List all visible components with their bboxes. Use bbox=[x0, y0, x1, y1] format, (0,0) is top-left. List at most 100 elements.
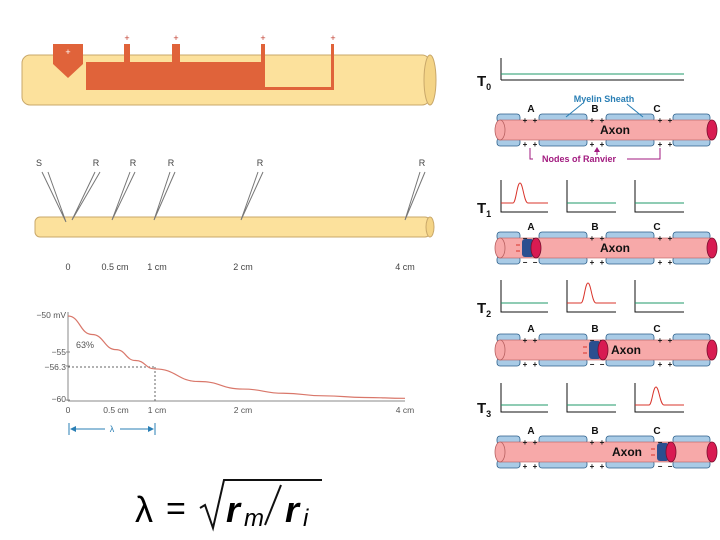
formula-equals: = bbox=[166, 490, 186, 528]
node-charge: + bbox=[600, 258, 605, 267]
axon-left-end bbox=[494, 339, 506, 361]
node-charge: + bbox=[523, 360, 528, 369]
lambda-arrowhead-left bbox=[70, 426, 76, 432]
nodes-of-ranvier-label: Nodes of Ranvier bbox=[542, 154, 617, 164]
traces-t3 bbox=[500, 383, 684, 413]
node-charge: + bbox=[533, 140, 538, 149]
distance-tick: 1 cm bbox=[147, 262, 167, 272]
node-charge: + bbox=[590, 438, 595, 447]
electrode-label: S bbox=[36, 158, 42, 168]
distance-tick: 0.5 cm bbox=[101, 262, 128, 272]
myelin-sheath-label: Myelin Sheath bbox=[574, 94, 635, 104]
myelin-pointer bbox=[565, 103, 644, 118]
axon-right-cap bbox=[706, 119, 718, 141]
time-label-t0: T0 bbox=[477, 73, 491, 92]
x-tick-label: 1 cm bbox=[148, 405, 166, 415]
depolarized-zone bbox=[657, 443, 669, 461]
node-charge: + bbox=[600, 462, 605, 471]
node-charge: + bbox=[658, 116, 663, 125]
electrode-label: R bbox=[130, 158, 137, 168]
plus-sign: + bbox=[260, 33, 265, 43]
node-charge: + bbox=[590, 234, 595, 243]
plus-sign: + bbox=[65, 47, 70, 57]
formula-rm-subscript: m bbox=[244, 505, 264, 532]
axon-label: Axon bbox=[612, 445, 642, 459]
axon-end-cap bbox=[425, 216, 435, 238]
node-letter-c: C bbox=[653, 426, 660, 437]
formula-lambda: λ bbox=[135, 489, 153, 530]
node-charge: + bbox=[523, 438, 528, 447]
lambda-arrowhead-right bbox=[148, 426, 154, 432]
node-letter-a: A bbox=[527, 426, 534, 437]
axon-right-cap bbox=[706, 237, 718, 259]
electrode-label: R bbox=[257, 158, 264, 168]
node-charge: − bbox=[600, 360, 605, 369]
electrode-needle bbox=[41, 171, 67, 223]
axon-label: Axon bbox=[600, 123, 630, 137]
stimulus-electrode bbox=[53, 44, 83, 78]
trace-t0 bbox=[500, 58, 684, 81]
node-charge: + bbox=[600, 116, 605, 125]
plus-sign: + bbox=[330, 33, 335, 43]
distance-tick: 4 cm bbox=[395, 262, 415, 272]
x-tick-label: 4 cm bbox=[396, 405, 414, 415]
node-charge: − bbox=[590, 360, 595, 369]
node-charge: + bbox=[668, 258, 673, 267]
electrode-array bbox=[86, 44, 265, 90]
electrode-label: R bbox=[168, 158, 175, 168]
node-charge: + bbox=[658, 360, 663, 369]
distance-tick: 0 bbox=[65, 262, 70, 272]
axon-left-end bbox=[494, 237, 506, 259]
saltatory-conduction-panel: T0 T1 T2 T3 bbox=[477, 58, 718, 471]
node-charge: + bbox=[600, 438, 605, 447]
node-letter-c: C bbox=[653, 222, 660, 233]
node-charge: − bbox=[523, 258, 528, 267]
node-charge: + bbox=[668, 360, 673, 369]
node-charge: + bbox=[523, 140, 528, 149]
axon-right-cap bbox=[706, 339, 718, 361]
y-tick-label: −50 mV bbox=[36, 310, 66, 320]
electrode-needle bbox=[404, 171, 426, 221]
percent-annotation: 63% bbox=[76, 340, 94, 350]
node-charge: − bbox=[658, 438, 663, 447]
node-charge: + bbox=[658, 140, 663, 149]
panel-electrode-axon: + + + + + bbox=[21, 33, 437, 106]
current-lines bbox=[651, 448, 655, 456]
node-letter-c: C bbox=[653, 324, 660, 335]
node-charge: + bbox=[668, 336, 673, 345]
y-tick-label: −56.3 bbox=[44, 362, 66, 372]
x-tick-label: 0 bbox=[66, 405, 71, 415]
electrode-needle bbox=[153, 171, 176, 221]
electrode-needle bbox=[240, 171, 264, 221]
node-charge: + bbox=[533, 438, 538, 447]
x-tick-label: 2 cm bbox=[234, 405, 252, 415]
decay-chart: −50 mV −55 −56.3 −60 63% 0 0.5 cm 1 cm 2… bbox=[36, 310, 414, 435]
current-lines bbox=[516, 244, 520, 252]
axon-left-end bbox=[494, 441, 506, 463]
node-charge: − bbox=[533, 258, 538, 267]
node-charge: + bbox=[590, 258, 595, 267]
formula-slash bbox=[264, 484, 282, 526]
node-letter-c: C bbox=[653, 104, 660, 115]
plus-sign: + bbox=[173, 33, 178, 43]
axon-diagrams: AxonABC++++++++++++AxonABC−−−−++++++++Ax… bbox=[494, 104, 718, 471]
depolarized-zone bbox=[522, 239, 534, 257]
node-charge: + bbox=[523, 336, 528, 345]
node-charge: − bbox=[668, 462, 673, 471]
axon-label: Axon bbox=[600, 241, 630, 255]
node-charge: + bbox=[533, 360, 538, 369]
node-charge: + bbox=[600, 234, 605, 243]
node-charge: + bbox=[523, 116, 528, 125]
node-letter-b: B bbox=[591, 324, 598, 335]
depolarization-front bbox=[665, 441, 677, 463]
sqrt-sign bbox=[199, 479, 322, 532]
plus-sign: + bbox=[124, 33, 129, 43]
node-charge: + bbox=[590, 116, 595, 125]
y-tick-label: −55 bbox=[52, 347, 67, 357]
time-label-t3: T3 bbox=[477, 400, 491, 419]
node-letter-b: B bbox=[591, 426, 598, 437]
node-charge: − bbox=[658, 462, 663, 471]
node-charge: + bbox=[658, 258, 663, 267]
